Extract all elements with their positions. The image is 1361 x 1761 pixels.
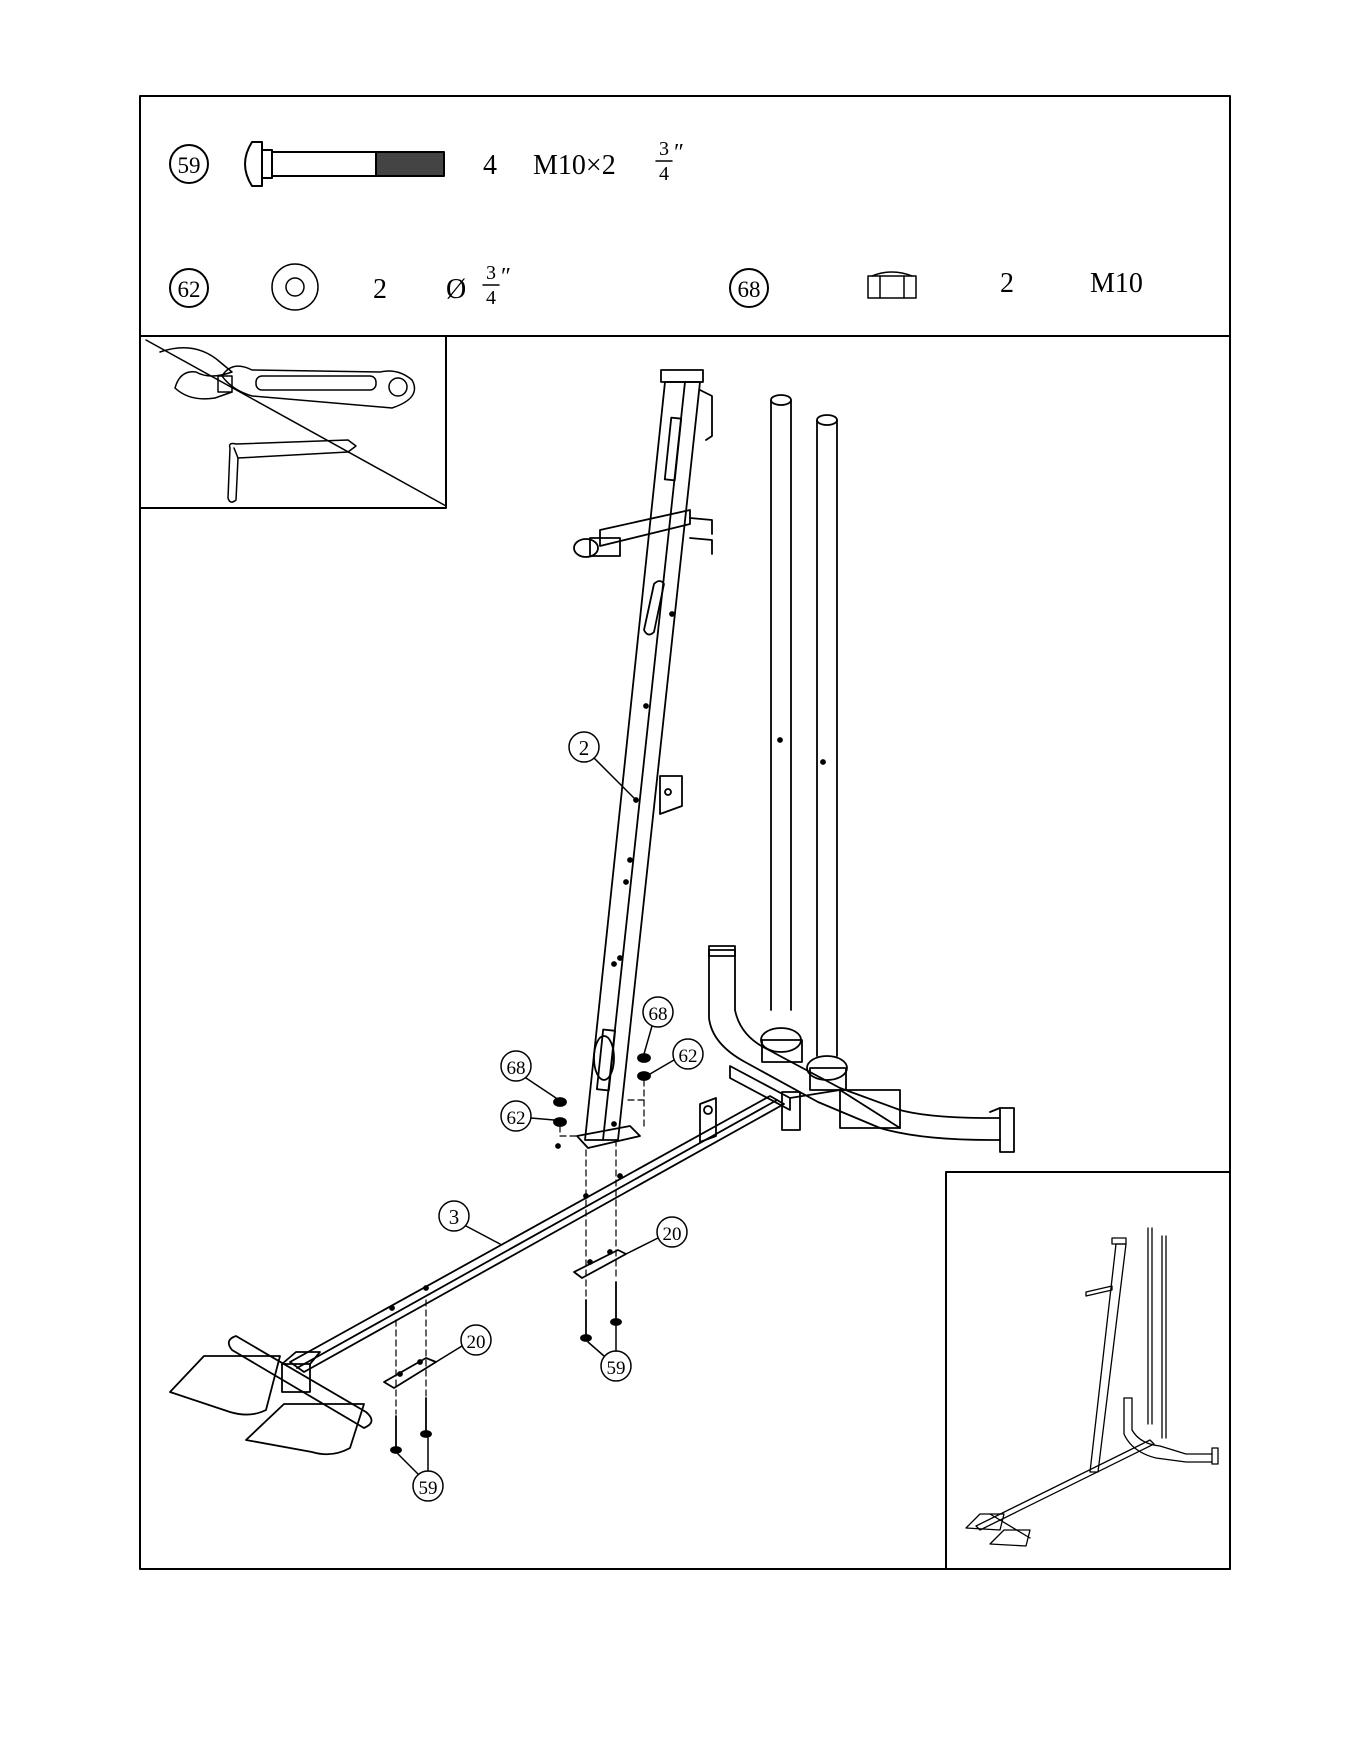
hardware-stack-left — [554, 1098, 566, 1126]
bolt-spec: M10×2 — [533, 150, 616, 181]
svg-text:59: 59 — [419, 1478, 438, 1499]
callout-nut-left: 68 — [501, 1051, 556, 1098]
svg-text:″: ″ — [674, 140, 684, 166]
base-beam-part-3 — [290, 1096, 784, 1372]
plate-part-20-front — [574, 1250, 626, 1278]
wrench-icon — [160, 348, 415, 408]
nut-quantity: 2 — [1000, 268, 1014, 299]
svg-text:68: 68 — [649, 1004, 668, 1025]
tools-box — [140, 336, 446, 508]
svg-text:4: 4 — [486, 287, 496, 309]
inset-drawing — [966, 1228, 1218, 1546]
inset-overview — [946, 1172, 1230, 1569]
connector-plate — [730, 1066, 840, 1130]
hardware-stack-right — [638, 1054, 650, 1080]
nut-spec: M10 — [1090, 268, 1143, 299]
callout-nut-right: 68 — [643, 997, 673, 1054]
svg-text:4: 4 — [659, 163, 669, 185]
part-row-nut: 68 2 M10 — [730, 268, 1143, 307]
tools-diagonal — [146, 340, 446, 506]
callout-bolts-front: 59 — [588, 1326, 631, 1381]
svg-text:62: 62 — [679, 1046, 698, 1067]
svg-text:3: 3 — [449, 1205, 460, 1229]
bolt-fraction: 3 4 ″ — [656, 138, 684, 185]
svg-text:68: 68 — [507, 1058, 526, 1079]
svg-text:59: 59 — [607, 1358, 626, 1379]
callout-washer-right: 62 — [650, 1039, 703, 1074]
part-row-bolt: 59 4 M10×2 3 4 ″ — [170, 138, 684, 186]
svg-text:20: 20 — [467, 1332, 486, 1353]
svg-text:62: 62 — [507, 1108, 526, 1129]
hex-nut-icon — [868, 272, 916, 298]
carriage-bolt-icon — [245, 142, 444, 186]
callout-base: 3 — [439, 1201, 500, 1244]
bolt-quantity: 4 — [483, 150, 497, 181]
main-assembly-drawing — [170, 370, 1014, 1454]
allen-key-icon — [228, 440, 356, 502]
footrest-assembly — [170, 1336, 372, 1454]
page-frame — [140, 96, 1230, 1569]
guide-rod-left — [771, 395, 791, 1010]
callout-bolts-rear: 59 — [398, 1438, 443, 1501]
washer-quantity: 2 — [373, 274, 387, 305]
part-number: 68 — [738, 277, 761, 302]
bolts-part-59-rear — [391, 1398, 431, 1453]
plate-part-20-rear — [384, 1358, 436, 1388]
washer-spec: Ø — [446, 274, 466, 305]
callout-washer-left: 62 — [501, 1101, 554, 1131]
bolts-part-59-front — [581, 1282, 621, 1341]
callout-plate-front: 20 — [626, 1217, 687, 1254]
guide-rod-right — [817, 415, 837, 1056]
part-number: 62 — [178, 277, 201, 302]
svg-text:3: 3 — [659, 138, 669, 160]
part-row-washer: 62 2 Ø 3 4 ″ — [170, 262, 511, 310]
washer-icon — [272, 264, 318, 310]
svg-text:2: 2 — [579, 736, 590, 760]
callouts: 2 3 68 62 68 62 20 — [398, 732, 703, 1501]
part-number: 59 — [178, 153, 201, 178]
callout-plate-rear: 20 — [436, 1325, 491, 1362]
svg-text:″: ″ — [501, 264, 511, 290]
callout-upright: 2 — [569, 732, 636, 800]
svg-text:3: 3 — [486, 262, 496, 284]
svg-text:20: 20 — [663, 1224, 682, 1245]
washer-fraction: 3 4 ″ — [483, 262, 511, 309]
